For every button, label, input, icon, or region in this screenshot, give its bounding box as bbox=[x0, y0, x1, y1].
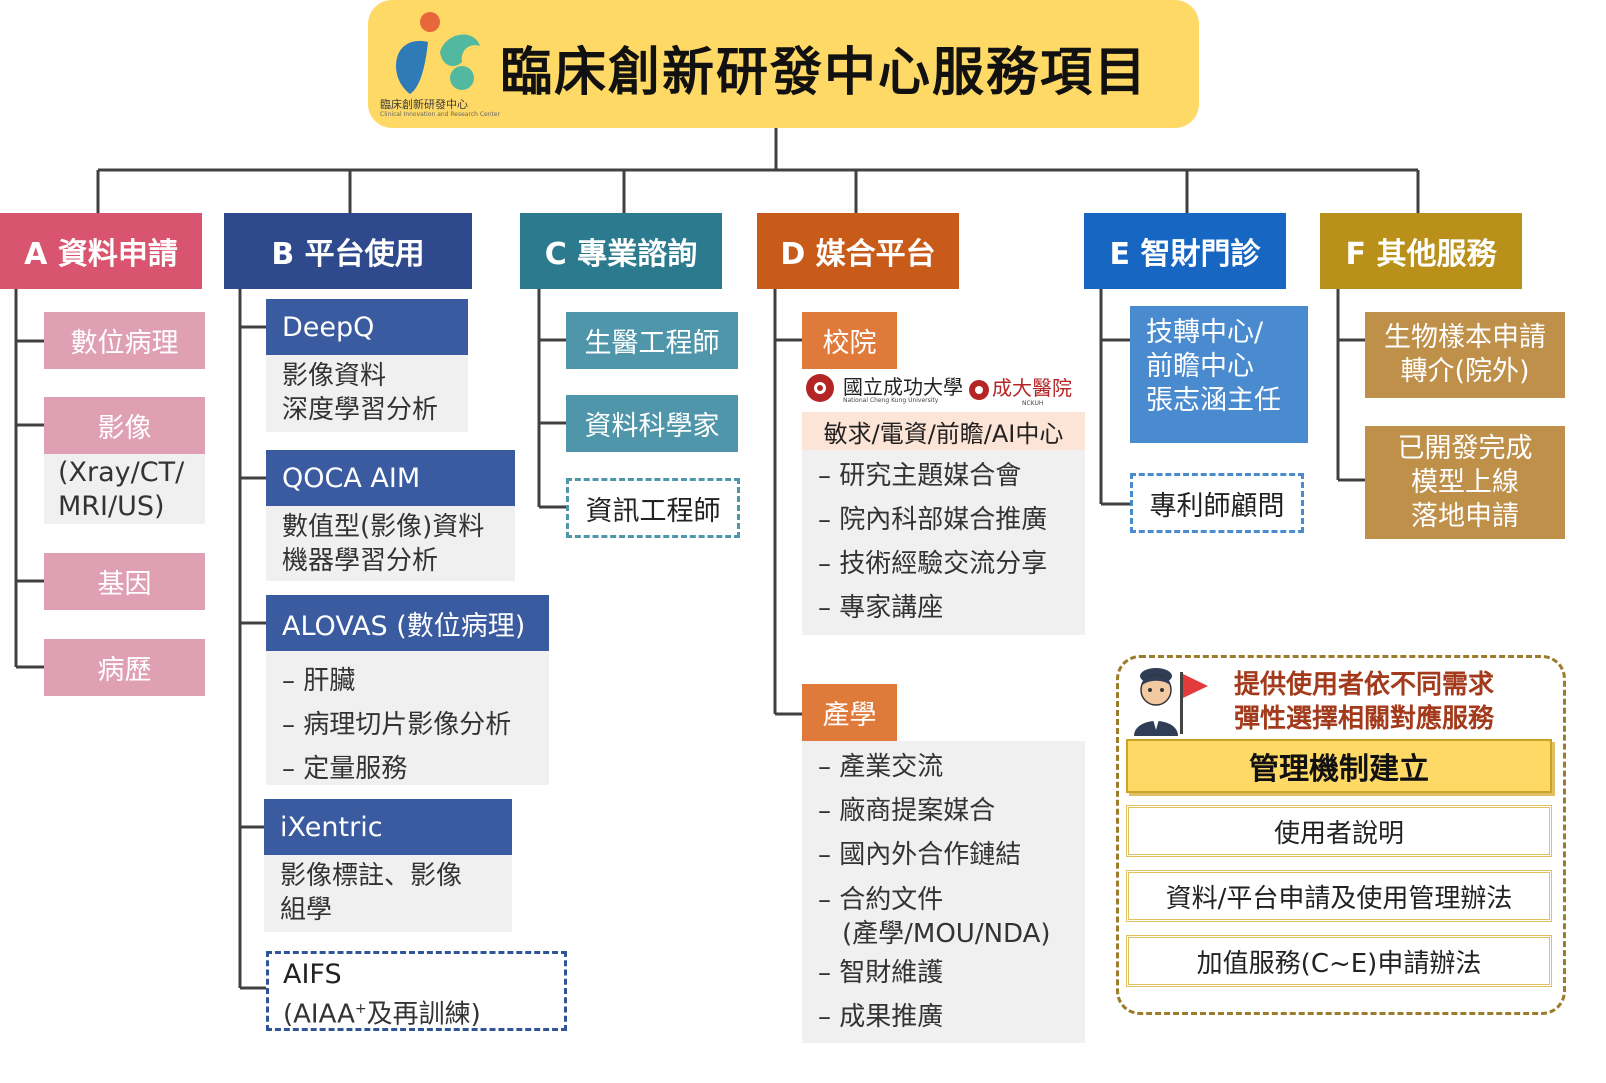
f-biobank-box: 生物樣本申請 轉介(院外) bbox=[1365, 312, 1565, 398]
e-box-line1: 技轉中心/ bbox=[1146, 317, 1264, 348]
header-d: D 媒合平台 bbox=[757, 213, 959, 289]
ncku-seal-icon bbox=[806, 374, 834, 402]
d-school-item: – 研究主題媒合會 bbox=[818, 461, 1022, 491]
d-industry-item: – 廠商提案媒合 bbox=[818, 796, 996, 826]
page-title: 臨床創新研發中心服務項目 bbox=[500, 43, 1149, 103]
b-ixentric-line2: 組學 bbox=[280, 895, 333, 925]
management-item-usage-rules: 資料/平台申請及使用管理辦法 bbox=[1126, 870, 1552, 922]
b-qoca-line1: 數值型(影像)資料 bbox=[282, 512, 485, 542]
e-patent-advisor: 專利師顧問 bbox=[1130, 473, 1304, 533]
ncku-logo-english: National Cheng Kung University bbox=[843, 397, 939, 404]
b-aifs-line-end: 及再訓練) bbox=[366, 999, 481, 1030]
a-imaging-detail: (Xray/CT/ MRI/US) bbox=[44, 454, 205, 524]
d-industry-item: – 產業交流 bbox=[818, 752, 944, 782]
f-box1-line1: 生物樣本申請 bbox=[1384, 322, 1546, 353]
b-aifs-title: AIFS bbox=[283, 959, 342, 990]
a-item-imaging: 影像 bbox=[44, 397, 205, 454]
management-note-line1: 提供使用者依不同需求 bbox=[1234, 670, 1495, 700]
header-c: C 專業諮詢 bbox=[520, 213, 722, 289]
b-qoca-title: QOCA AIM bbox=[266, 450, 515, 506]
logo-caption: 臨床創新研發中心 bbox=[380, 98, 468, 111]
b-ixentric-line1: 影像標註、影像 bbox=[280, 861, 463, 891]
e-tech-transfer-box: 技轉中心/ 前瞻中心 張志涵主任 bbox=[1130, 306, 1308, 443]
title-banner bbox=[368, 0, 1199, 128]
logo-caption-english: Clinical Innovation and Research Center bbox=[380, 111, 501, 118]
presenter-flag-icon bbox=[1134, 668, 1208, 736]
header-b: B 平台使用 bbox=[224, 213, 472, 289]
b-deepq-title: DeepQ bbox=[266, 299, 468, 355]
header-f: F 其他服務 bbox=[1320, 213, 1522, 289]
b-alovas-line3: – 定量服務 bbox=[282, 754, 408, 784]
a-item-genetics: 基因 bbox=[44, 553, 205, 610]
nckuh-seal-icon bbox=[969, 380, 989, 400]
b-aifs-sup: + bbox=[354, 1001, 367, 1017]
management-note: 提供使用者依不同需求 彈性選擇相關對應服務 bbox=[1234, 668, 1494, 736]
header-e: E 智財門診 bbox=[1084, 213, 1286, 289]
management-note-line2: 彈性選擇相關對應服務 bbox=[1234, 704, 1495, 734]
b-aifs-desc: (AIAA+及再訓練) bbox=[283, 992, 550, 1032]
f-model-deploy-box: 已開發完成 模型上線 落地申請 bbox=[1365, 426, 1565, 539]
d-school-list: – 研究主題媒合會 – 院內科部媒合推廣 – 技術經驗交流分享 – 專家講座 bbox=[802, 450, 1085, 635]
c-item-it-engineer: 資訊工程師 bbox=[566, 478, 740, 538]
b-alovas-line2: – 病理切片影像分析 bbox=[282, 710, 512, 740]
f-box2-line2: 模型上線 bbox=[1411, 466, 1519, 498]
b-deepq-desc: 影像資料 深度學習分析 bbox=[266, 355, 468, 432]
d-industry-tag: 產學 bbox=[802, 684, 897, 741]
nckuh-logo-text: 成大醫院 bbox=[992, 376, 1072, 400]
b-aifs-line: (AIAA bbox=[283, 999, 355, 1030]
d-school-tag: 校院 bbox=[802, 312, 897, 369]
b-qoca-line2: 機器學習分析 bbox=[282, 546, 439, 576]
b-alovas-desc: – 肝臟 – 病理切片影像分析 – 定量服務 bbox=[266, 651, 549, 785]
b-alovas-title: ALOVAS (數位病理) bbox=[266, 595, 549, 651]
b-ixentric-title: iXentric bbox=[264, 799, 512, 855]
management-title: 管理機制建立 bbox=[1126, 739, 1552, 793]
b-deepq-line2: 深度學習分析 bbox=[282, 395, 439, 425]
center-logo-icon bbox=[396, 12, 480, 94]
f-box1-line2: 轉介(院外) bbox=[1400, 356, 1530, 387]
b-ixentric-desc: 影像標註、影像 組學 bbox=[264, 855, 512, 932]
a-item-pathology: 數位病理 bbox=[44, 312, 205, 369]
d-school-item: – 專家講座 bbox=[818, 593, 944, 623]
c-item-data-scientist: 資料科學家 bbox=[566, 395, 738, 452]
d-school-subtitle: 敏求/電資/前瞻/AI中心 bbox=[802, 412, 1085, 450]
b-deepq-line1: 影像資料 bbox=[282, 361, 387, 391]
header-a: A 資料申請 bbox=[0, 213, 202, 289]
d-industry-item: – 成果推廣 bbox=[818, 1002, 944, 1032]
a-item-records: 病歷 bbox=[44, 639, 205, 696]
f-box2-line1: 已開發完成 bbox=[1397, 432, 1533, 464]
f-box2-line3: 落地申請 bbox=[1411, 500, 1519, 532]
ncku-logo-text: 國立成功大學 bbox=[843, 375, 963, 399]
a-imaging-detail-line2: MRI/US) bbox=[58, 491, 165, 522]
d-school-item: – 技術經驗交流分享 bbox=[818, 549, 1048, 579]
nckuh-logo-english: NCKUH bbox=[1022, 400, 1044, 407]
d-industry-list: – 產業交流 – 廠商提案媒合 – 國內外合作鏈結 – 合約文件 (產學/MOU… bbox=[802, 741, 1085, 1043]
c-item-biomed-engineer: 生醫工程師 bbox=[566, 312, 738, 369]
a-imaging-detail-line1: (Xray/CT/ bbox=[58, 457, 185, 488]
d-industry-item: – 合約文件 bbox=[818, 885, 944, 915]
b-qoca-desc: 數值型(影像)資料 機器學習分析 bbox=[266, 506, 515, 581]
d-industry-item: – 智財維護 bbox=[818, 958, 944, 988]
d-industry-item: – 國內外合作鏈結 bbox=[818, 840, 1022, 870]
management-item-user-guide: 使用者說明 bbox=[1126, 805, 1552, 857]
e-box-line3: 張志涵主任 bbox=[1146, 385, 1281, 416]
management-item-value-added: 加值服務(C~E)申請辦法 bbox=[1126, 935, 1552, 987]
e-box-line2: 前瞻中心 bbox=[1146, 351, 1254, 382]
d-industry-item-detail: (產學/MOU/NDA) bbox=[842, 919, 1051, 949]
management-panel bbox=[1116, 655, 1566, 1015]
d-school-item: – 院內科部媒合推廣 bbox=[818, 505, 1048, 535]
b-aifs-box: AIFS (AIAA+及再訓練) bbox=[266, 951, 567, 1031]
b-alovas-line1: – 肝臟 bbox=[282, 666, 356, 696]
